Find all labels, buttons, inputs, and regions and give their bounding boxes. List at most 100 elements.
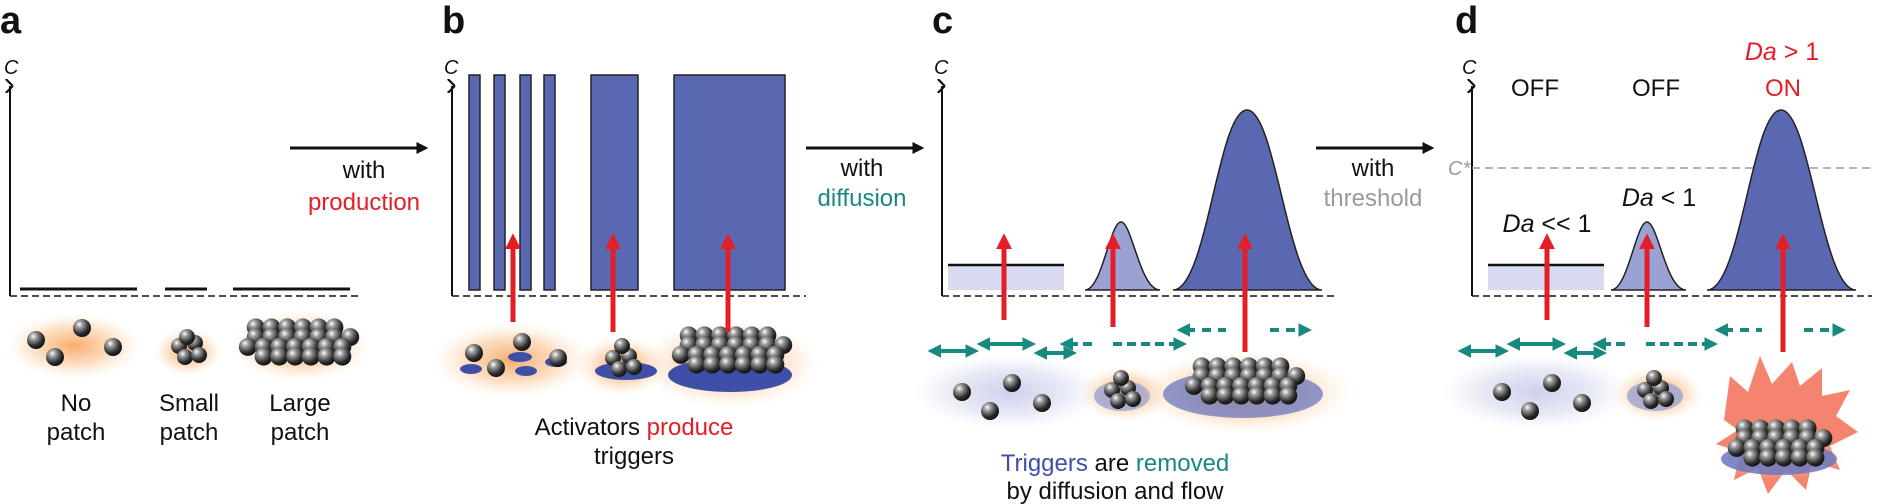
panel-letter-c: c: [932, 0, 953, 42]
panel-letter-b: b: [442, 0, 465, 42]
particle: [766, 355, 785, 374]
bar-no-patch-1: [468, 74, 481, 291]
panel-c: c C: [913, 0, 1353, 504]
axis-label-c-b: C: [444, 57, 459, 79]
particle: [301, 347, 320, 366]
particles-c: [953, 370, 1141, 420]
axis-label-c-c: C: [934, 57, 949, 79]
label-large-patch-l2: patch: [271, 419, 330, 446]
transition-diffusion: with diffusion: [806, 142, 925, 212]
transition-3-with: with: [1351, 155, 1395, 182]
state-1: OFF: [1511, 75, 1559, 102]
label-no-patch-l2: patch: [47, 419, 106, 446]
state-3: ON: [1765, 75, 1801, 102]
panel-letter-a: a: [0, 0, 22, 42]
caption-c-removed: removed: [1136, 450, 1229, 477]
peak-large-d: [1706, 109, 1857, 291]
particle: [254, 347, 273, 366]
label-large-patch-l1: Large: [269, 390, 330, 417]
da-label-3: Da > 1: [1745, 38, 1819, 66]
bar-no-patch-2: [493, 74, 506, 291]
axis-label-c-a: C: [4, 57, 19, 79]
particles-small-patch: [171, 329, 207, 365]
caption-b-produce: produce: [647, 414, 734, 441]
caption-c-line1: Triggers are removed: [1001, 450, 1230, 477]
glow-no-patch: [6, 313, 142, 379]
particle: [734, 355, 753, 374]
peak-small-c: [1084, 221, 1161, 291]
axis-label-c-d: C: [1462, 57, 1477, 79]
da-label-1-da: Da: [1503, 210, 1535, 238]
particle: [671, 345, 690, 364]
particle: [1247, 386, 1266, 405]
particle: [270, 347, 289, 366]
particle: [238, 337, 257, 356]
panel-d: d C C* OFF OFF ON Da << 1 Da < 1 Da > 1: [1441, 0, 1872, 494]
particles-b: [465, 333, 642, 377]
particles-large-patch: [238, 318, 360, 366]
diffusion-arrows-c: [927, 323, 1313, 360]
particle: [687, 355, 706, 374]
transition-2-diffusion: diffusion: [818, 185, 907, 212]
state-2: OFF: [1632, 75, 1680, 102]
particle: [333, 347, 352, 366]
particle: [1774, 448, 1793, 467]
caption-b-triggers: triggers: [594, 443, 674, 470]
panel-a: a C No patch Small patch Large patch: [0, 0, 371, 446]
particles-d-large: [1727, 419, 1833, 467]
label-small-patch-l1: Small: [159, 390, 219, 417]
particle: [1184, 376, 1203, 395]
threshold-label: C*: [1448, 158, 1471, 180]
particle: [1232, 386, 1251, 405]
caption-b-line1: Activators produce: [535, 414, 734, 441]
transition-threshold: with threshold: [1316, 142, 1435, 212]
particle: [1743, 448, 1762, 467]
production-arrows-d: [1538, 233, 1792, 352]
transition-1-production: production: [308, 189, 420, 216]
particle: [317, 347, 336, 366]
da-label-1-rel: << 1: [1534, 210, 1591, 238]
caption-c-line2: by diffusion and flow: [1006, 478, 1224, 504]
particles-no-patch: [27, 319, 122, 366]
particle: [1727, 438, 1746, 457]
particle: [286, 347, 305, 366]
caption-b-activators: Activators: [535, 414, 647, 441]
particle: [1263, 386, 1282, 405]
panel-b: b C: [432, 0, 820, 470]
particles-b-large: [671, 326, 793, 374]
label-no-patch-l1: No: [61, 390, 92, 417]
particles-d: [1493, 370, 1674, 420]
particle: [1216, 386, 1235, 405]
particle: [703, 355, 722, 374]
particle: [1806, 448, 1825, 467]
production-arrows-b: [504, 233, 737, 332]
concentration-bars-b: [468, 74, 786, 291]
label-small-patch-l2: patch: [160, 419, 219, 446]
peak-large-c: [1172, 109, 1323, 291]
da-label-3-rel: > 1: [1777, 38, 1819, 66]
glow-d-no-patch: [1441, 354, 1633, 430]
bar-no-patch-4: [543, 74, 556, 291]
transition-1-with: with: [342, 157, 386, 184]
da-label-3-da: Da: [1745, 38, 1777, 66]
transition-3-threshold: threshold: [1324, 185, 1423, 212]
da-label-2-da: Da: [1622, 184, 1654, 212]
particle: [1790, 448, 1809, 467]
glow-c-no-patch: [913, 354, 1105, 430]
da-label-1: Da << 1: [1503, 210, 1592, 238]
da-label-2-rel: < 1: [1654, 184, 1696, 212]
particle: [1279, 386, 1298, 405]
panel-letter-d: d: [1455, 0, 1478, 42]
particle: [1200, 386, 1219, 405]
particle: [750, 355, 769, 374]
transition-production: with production: [290, 142, 429, 216]
particles-c-large: [1184, 357, 1306, 405]
caption-c-triggers: Triggers: [1001, 450, 1088, 477]
particle: [719, 355, 738, 374]
particle: [1759, 448, 1778, 467]
production-arrows-c: [995, 233, 1254, 352]
da-label-2: Da < 1: [1622, 184, 1696, 212]
caption-c-are: are: [1088, 450, 1136, 477]
transition-2-with: with: [840, 155, 884, 182]
